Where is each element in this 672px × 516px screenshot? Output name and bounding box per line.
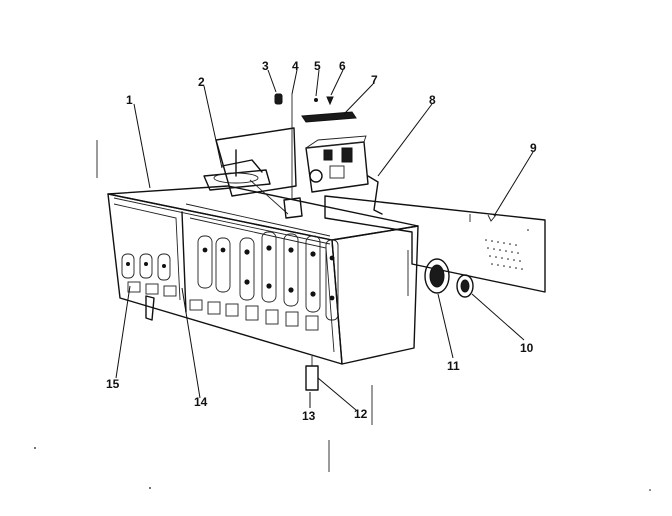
power-plug [305,356,319,391]
mount-bracket [283,94,303,219]
callout-8: 8 [429,93,436,107]
callout-10: 10 [520,341,534,355]
callout-4: 4 [292,59,299,73]
callout-9: 9 [530,141,537,155]
callout-6: 6 [339,59,346,73]
leader-lines [115,69,534,411]
dial-plate [301,111,357,123]
callout-1: 1 [126,93,133,107]
callouts: 1 2 3 4 5 6 7 8 9 10 11 12 13 14 15 [106,59,537,423]
front-grille-bays [121,231,339,331]
rear-panel-vent-holes [485,239,523,270]
callout-15: 15 [106,377,120,391]
screws [314,96,334,106]
cabinet [107,185,419,365]
callout-12: 12 [354,407,368,421]
control-knob [274,93,283,105]
record-changer [203,127,297,215]
callout-13: 13 [302,409,316,423]
callout-11: 11 [447,359,460,373]
rear-panel [324,195,546,293]
callout-3: 3 [262,59,269,73]
radio-chassis [305,135,383,215]
callout-14: 14 [194,395,208,409]
scan-marks [34,140,651,491]
callout-7: 7 [371,73,378,87]
callout-5: 5 [314,59,321,73]
callout-2: 2 [198,75,205,89]
speaker-assembly [424,258,474,298]
